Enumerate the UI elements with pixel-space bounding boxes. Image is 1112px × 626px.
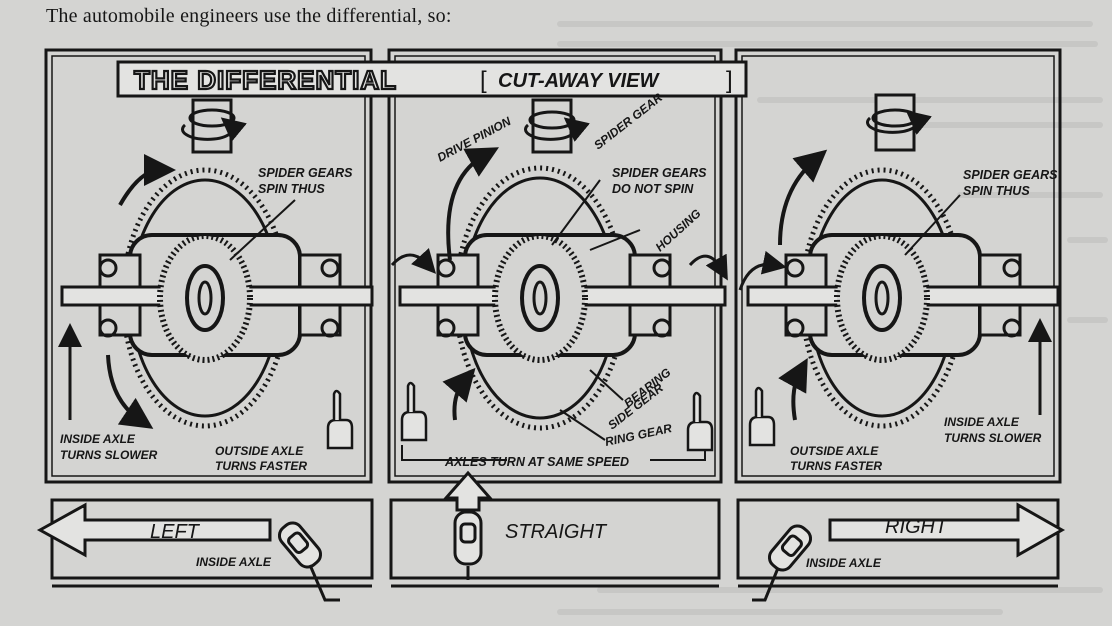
right-outside-label-1: OUTSIDE AXLE [790, 444, 879, 458]
left-spider-label-2: SPIN THUS [258, 182, 325, 196]
banner-subtitle: CUT-AWAY VIEW [498, 70, 661, 92]
svg-text:[: [ [480, 67, 487, 94]
car-icon [277, 521, 340, 602]
direction-left-axle-label: INSIDE AXLE [196, 555, 272, 569]
banner: THE DIFFERENTIAL [ CUT-AWAY VIEW ] [116, 60, 748, 98]
right-inside-label-1: INSIDE AXLE [944, 415, 1020, 429]
left-spider-label-1: SPIDER GEARS [258, 166, 353, 180]
direction-panels [50, 498, 1060, 588]
differential-drawing-left [58, 98, 374, 429]
center-spider-label-1: SPIDER GEARS [612, 166, 707, 180]
right-arrow-icon [828, 502, 1066, 558]
up-arrow-icon [442, 470, 494, 512]
left-inside-label-2: TURNS SLOWER [60, 448, 158, 462]
left-inside-label-1: INSIDE AXLE [60, 432, 136, 446]
banner-title: THE DIFFERENTIAL [134, 65, 397, 95]
right-spider-label-1: SPIDER GEARS [963, 168, 1058, 182]
right-inside-label-2: TURNS SLOWER [944, 431, 1042, 445]
car-icon [453, 510, 483, 580]
pointing-hand-icon [326, 389, 354, 450]
differential-drawing-right [738, 93, 1060, 429]
differential-drawing-center [390, 98, 728, 461]
direction-right-axle-label: INSIDE AXLE [806, 556, 882, 570]
left-outside-label-2: TURNS FASTER [215, 459, 307, 473]
spider-gear-label: SPIDER GEAR [591, 90, 665, 152]
intro-text: The automobile engineers use the differe… [46, 5, 452, 27]
direction-right-label: RIGHT [885, 516, 949, 538]
car-icon [752, 524, 813, 602]
housing-label: HOUSING [653, 206, 704, 254]
left-arrow-icon [36, 502, 272, 558]
right-outside-label-2: TURNS FASTER [790, 459, 882, 473]
direction-left-label: LEFT [150, 521, 201, 543]
center-spider-label-2: DO NOT SPIN [612, 182, 694, 196]
right-spider-label-2: SPIN THUS [963, 184, 1030, 198]
drive-pinion-label: DRIVE PINION [435, 114, 514, 165]
left-outside-label-1: OUTSIDE AXLE [215, 444, 304, 458]
svg-text:]: ] [726, 67, 733, 94]
direction-straight-label: STRAIGHT [505, 521, 608, 543]
pointing-hand-icon [748, 386, 776, 447]
axles-same-speed-label: AXLES TURN AT SAME SPEED [444, 455, 629, 469]
pointing-hand-icon [400, 381, 714, 452]
